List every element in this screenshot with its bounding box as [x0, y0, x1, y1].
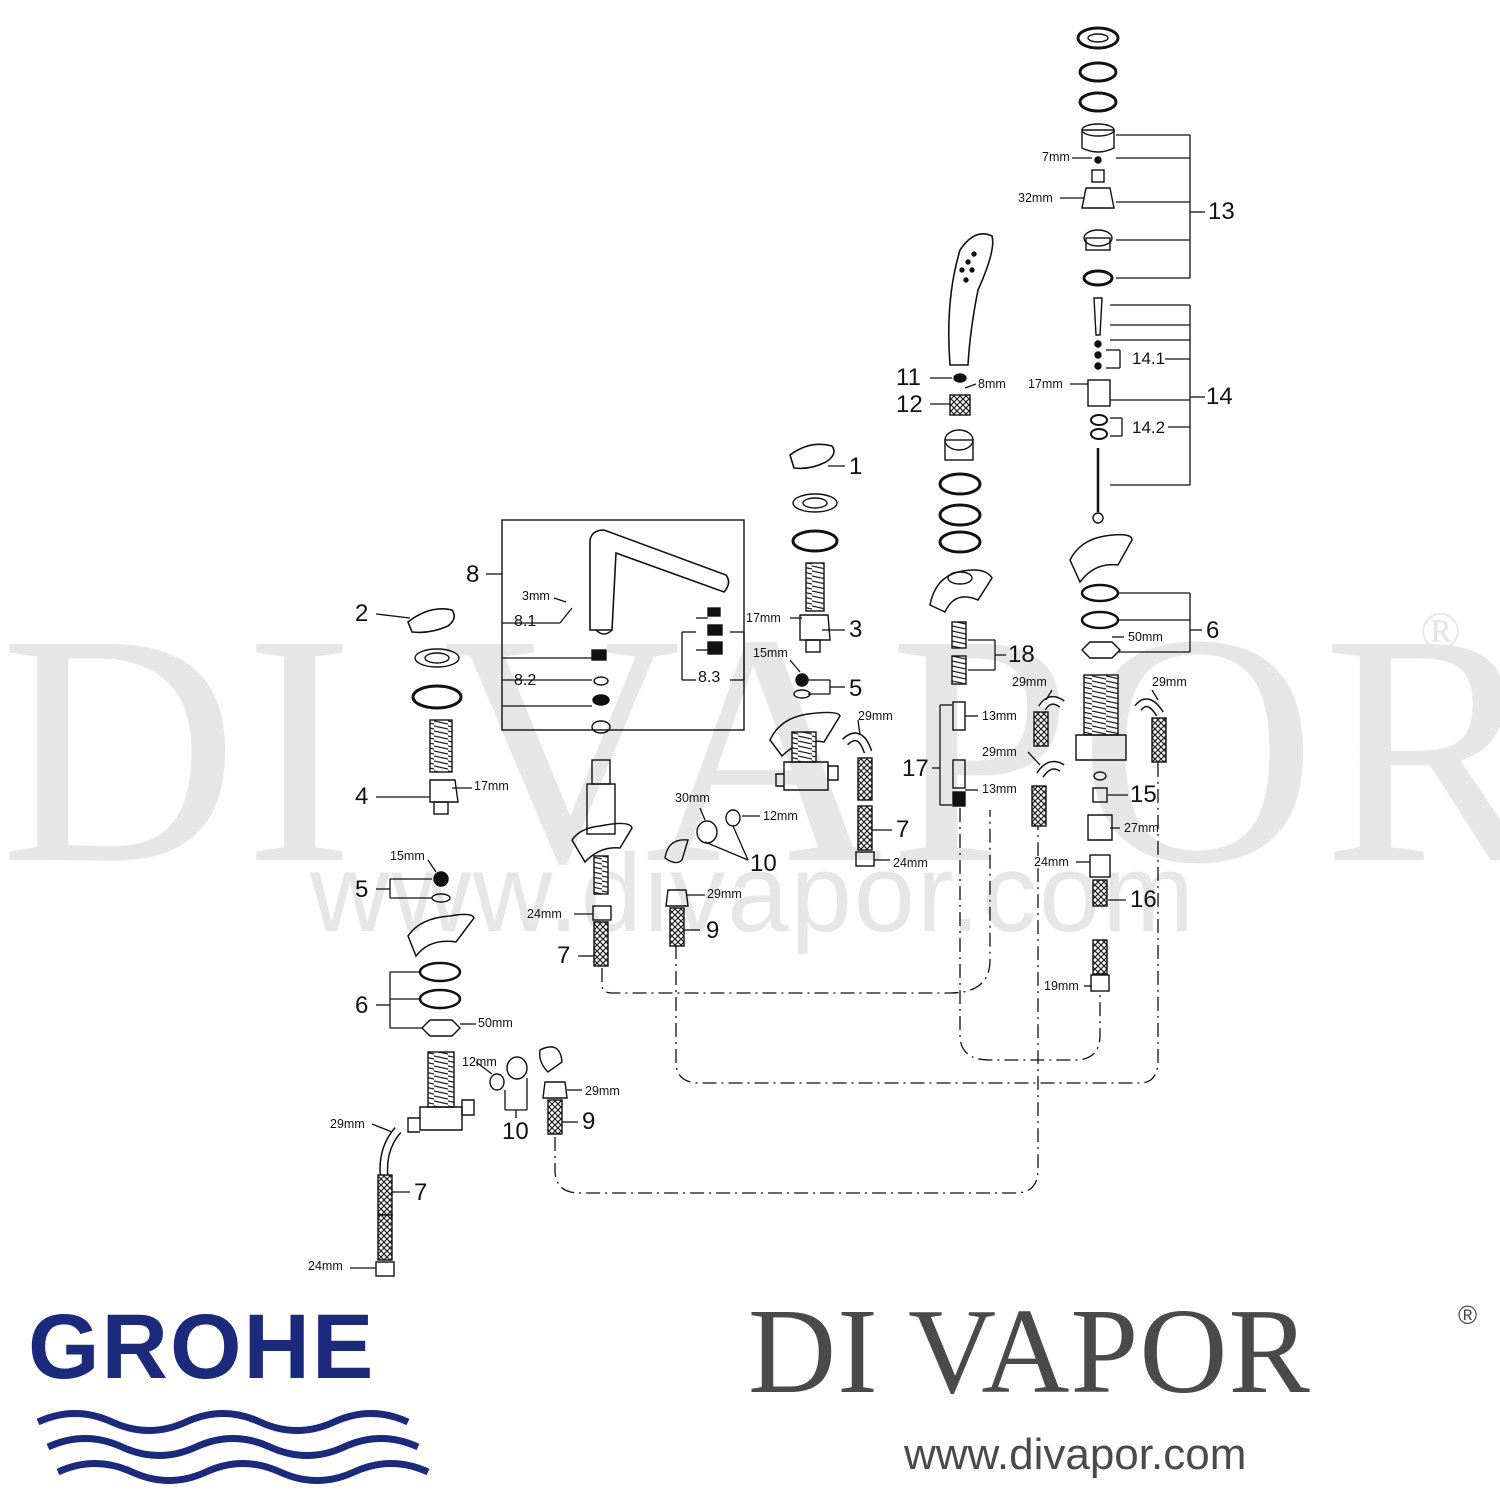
- callout-8-3: 8.3: [698, 669, 721, 686]
- callout-8: 8: [466, 561, 480, 588]
- grohe-wave-logo: [36, 1410, 430, 1484]
- hose-route-lines: [554, 760, 1159, 1194]
- callout-12: 12: [896, 391, 923, 418]
- dim-label: 29mm: [1152, 675, 1187, 689]
- dim-label: 29mm: [585, 1084, 620, 1098]
- leader-lines: [350, 134, 1205, 1269]
- callout-17: 17: [902, 755, 929, 782]
- divapor-registered-mark: ®: [1458, 1300, 1478, 1330]
- dim-label: 17mm: [474, 779, 509, 793]
- left-valve-assembly: [375, 608, 568, 1277]
- callout-8-2: 8.2: [514, 672, 537, 689]
- dim-label: 30mm: [675, 791, 710, 805]
- divapor-url[interactable]: www.divapor.com: [904, 1430, 1247, 1479]
- callout-1: 1: [849, 453, 863, 480]
- callout-5-center: 5: [849, 675, 863, 702]
- dim-label: 29mm: [707, 887, 742, 901]
- callout-3: 3: [849, 616, 863, 643]
- dim-label: 29mm: [982, 745, 1017, 759]
- watermark-registered-mark: ®: [1420, 601, 1462, 661]
- dim-label: 24mm: [893, 856, 928, 870]
- callout-7-left: 7: [414, 1179, 428, 1206]
- hand-shower-assembly: [929, 233, 994, 807]
- callout-7-center: 7: [896, 816, 910, 843]
- dim-label: 12mm: [763, 809, 798, 823]
- watermark-text: DI VAPOR: [0, 567, 1500, 932]
- callout-16: 16: [1130, 886, 1157, 913]
- dim-label: 32mm: [1018, 191, 1053, 205]
- dim-label: 15mm: [753, 646, 788, 660]
- dim-label: 13mm: [982, 709, 1017, 723]
- callout-5-left: 5: [355, 876, 369, 903]
- dim-label: 24mm: [527, 907, 562, 921]
- callout-13: 13: [1208, 198, 1235, 225]
- dim-label: 24mm: [1034, 855, 1069, 869]
- divapor-logo-text: DI VAPOR: [748, 1284, 1311, 1419]
- dim-label: 17mm: [1028, 377, 1063, 391]
- callout-9-center: 9: [706, 917, 720, 944]
- dim-label: 13mm: [982, 782, 1017, 796]
- dim-label: 29mm: [330, 1117, 365, 1131]
- callout-8-1: 8.1: [514, 613, 537, 630]
- callout-14-2: 14.2: [1132, 418, 1166, 437]
- dim-label: 29mm: [1012, 675, 1047, 689]
- diverter-assembly: [1031, 26, 1167, 992]
- callout-10-left: 10: [502, 1118, 529, 1145]
- callout-15: 15: [1130, 781, 1157, 808]
- watermark-url: www.divapor.com: [310, 832, 1196, 955]
- dim-label: 17mm: [746, 611, 781, 625]
- dim-label: 3mm: [522, 589, 550, 603]
- callout-11: 11: [896, 364, 921, 391]
- callout-7-spout: 7: [557, 942, 571, 969]
- dim-label: 12mm: [462, 1055, 497, 1069]
- callout-18: 18: [1008, 641, 1035, 668]
- dim-label: 7mm: [1042, 150, 1070, 164]
- callout-6-right: 6: [1206, 617, 1220, 644]
- dim-label: 15mm: [390, 849, 425, 863]
- dim-label: 24mm: [308, 1259, 343, 1273]
- spout-assembly: [501, 519, 745, 967]
- callout-9-left: 9: [582, 1108, 596, 1135]
- callout-6-left: 6: [355, 992, 369, 1019]
- dim-label: 19mm: [1044, 979, 1079, 993]
- callout-4: 4: [355, 783, 369, 810]
- callout-10-center: 10: [750, 850, 777, 877]
- dim-label: 29mm: [858, 709, 893, 723]
- callout-14: 14: [1206, 383, 1233, 410]
- center-valve-assembly: [664, 443, 875, 947]
- dim-label: 50mm: [478, 1016, 513, 1030]
- callout-14-1: 14.1: [1132, 349, 1166, 368]
- dim-label: 50mm: [1128, 630, 1163, 644]
- dim-label: 8mm: [978, 377, 1006, 391]
- dim-label: 27mm: [1124, 821, 1159, 835]
- callout-2: 2: [355, 600, 369, 627]
- grohe-logo-text: GROHE: [28, 1296, 376, 1398]
